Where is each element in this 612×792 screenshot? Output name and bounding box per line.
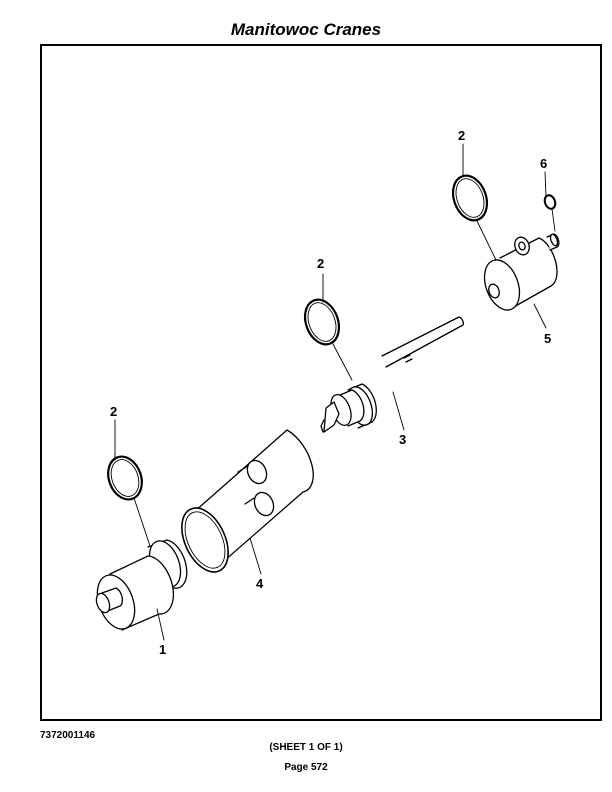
part-4-sleeve [181,429,314,573]
leader-lines [114,143,556,641]
o-ring-1 [107,455,143,501]
page-number: Page 572 [284,762,328,773]
parts-diagram-frame: 2 1 2 3 4 2 5 6 [40,44,602,721]
document-number: 7372001146 [40,730,96,741]
callout-2-middle: 2 [317,256,324,271]
callout-1: 1 [159,642,166,657]
callout-4: 4 [256,576,264,591]
part-1-end-fitting [95,539,188,631]
exploded-parts-diagram: 2 1 2 3 4 2 5 6 [95,128,560,657]
part-5-end-cap [483,233,560,311]
callout-6: 6 [540,156,547,171]
sheet-indicator: (SHEET 1 OF 1) [269,742,343,753]
callout-2-right: 2 [458,128,465,143]
callout-3: 3 [399,432,406,447]
o-ring-2 [303,298,341,346]
o-ring-3 [451,174,489,222]
callout-5: 5 [544,331,551,346]
document-title: Manitowoc Cranes [230,20,382,39]
callout-2-left: 2 [110,404,117,419]
part-6-small-seal [543,194,557,210]
part-3-piston-rod [320,316,464,433]
